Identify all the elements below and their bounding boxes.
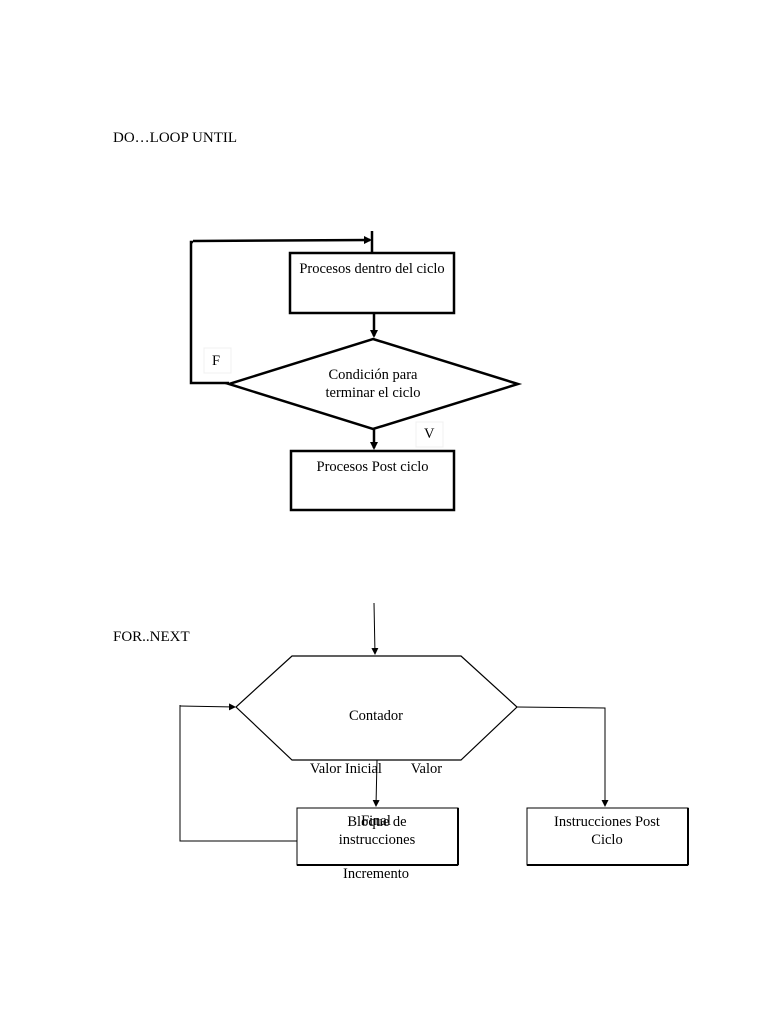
for-next-diagram	[179, 602, 689, 866]
hexagon-to-post-arrow	[516, 706, 609, 807]
hexagon-line-3: Final	[361, 813, 391, 829]
process-box	[288, 251, 456, 315]
true-label-box	[415, 421, 444, 448]
loop-return-arrow	[179, 703, 236, 711]
post-process-label: Procesos Post ciclo	[316, 459, 429, 475]
process-box-label: Procesos dentro del ciclo	[299, 261, 445, 277]
false-label-box	[203, 347, 232, 374]
for-entry-arrow	[371, 602, 379, 655]
counter-hexagon	[235, 655, 518, 761]
do-loop-title: DO…LOOP UNTIL	[113, 130, 238, 146]
hexagon-to-block-arrow	[372, 759, 380, 807]
condition-label: Condición para terminar el ciclo	[325, 367, 421, 401]
post-process-box	[289, 449, 456, 512]
false-label: F	[212, 353, 221, 369]
true-label: V	[424, 426, 435, 442]
loop-back-arrow	[192, 236, 372, 245]
hexagon-line-2: Valor Inicial Valor	[309, 760, 443, 777]
hexagon-line-1: Contador	[349, 708, 403, 724]
do-loop-diagram	[189, 231, 523, 512]
loop-return-line	[179, 705, 297, 842]
block-box-label: Bloque de instrucciones	[338, 814, 416, 848]
loop-back-line	[189, 240, 229, 385]
hexagon-label: Contador Valor Inicial Valor Final Incre…	[286, 673, 466, 901]
for-post-box	[526, 807, 689, 866]
hexagon-line-4: Incremento	[342, 865, 410, 882]
for-post-box-label: Instrucciones Post Ciclo	[554, 814, 660, 848]
for-next-title: FOR..NEXT	[113, 629, 190, 645]
